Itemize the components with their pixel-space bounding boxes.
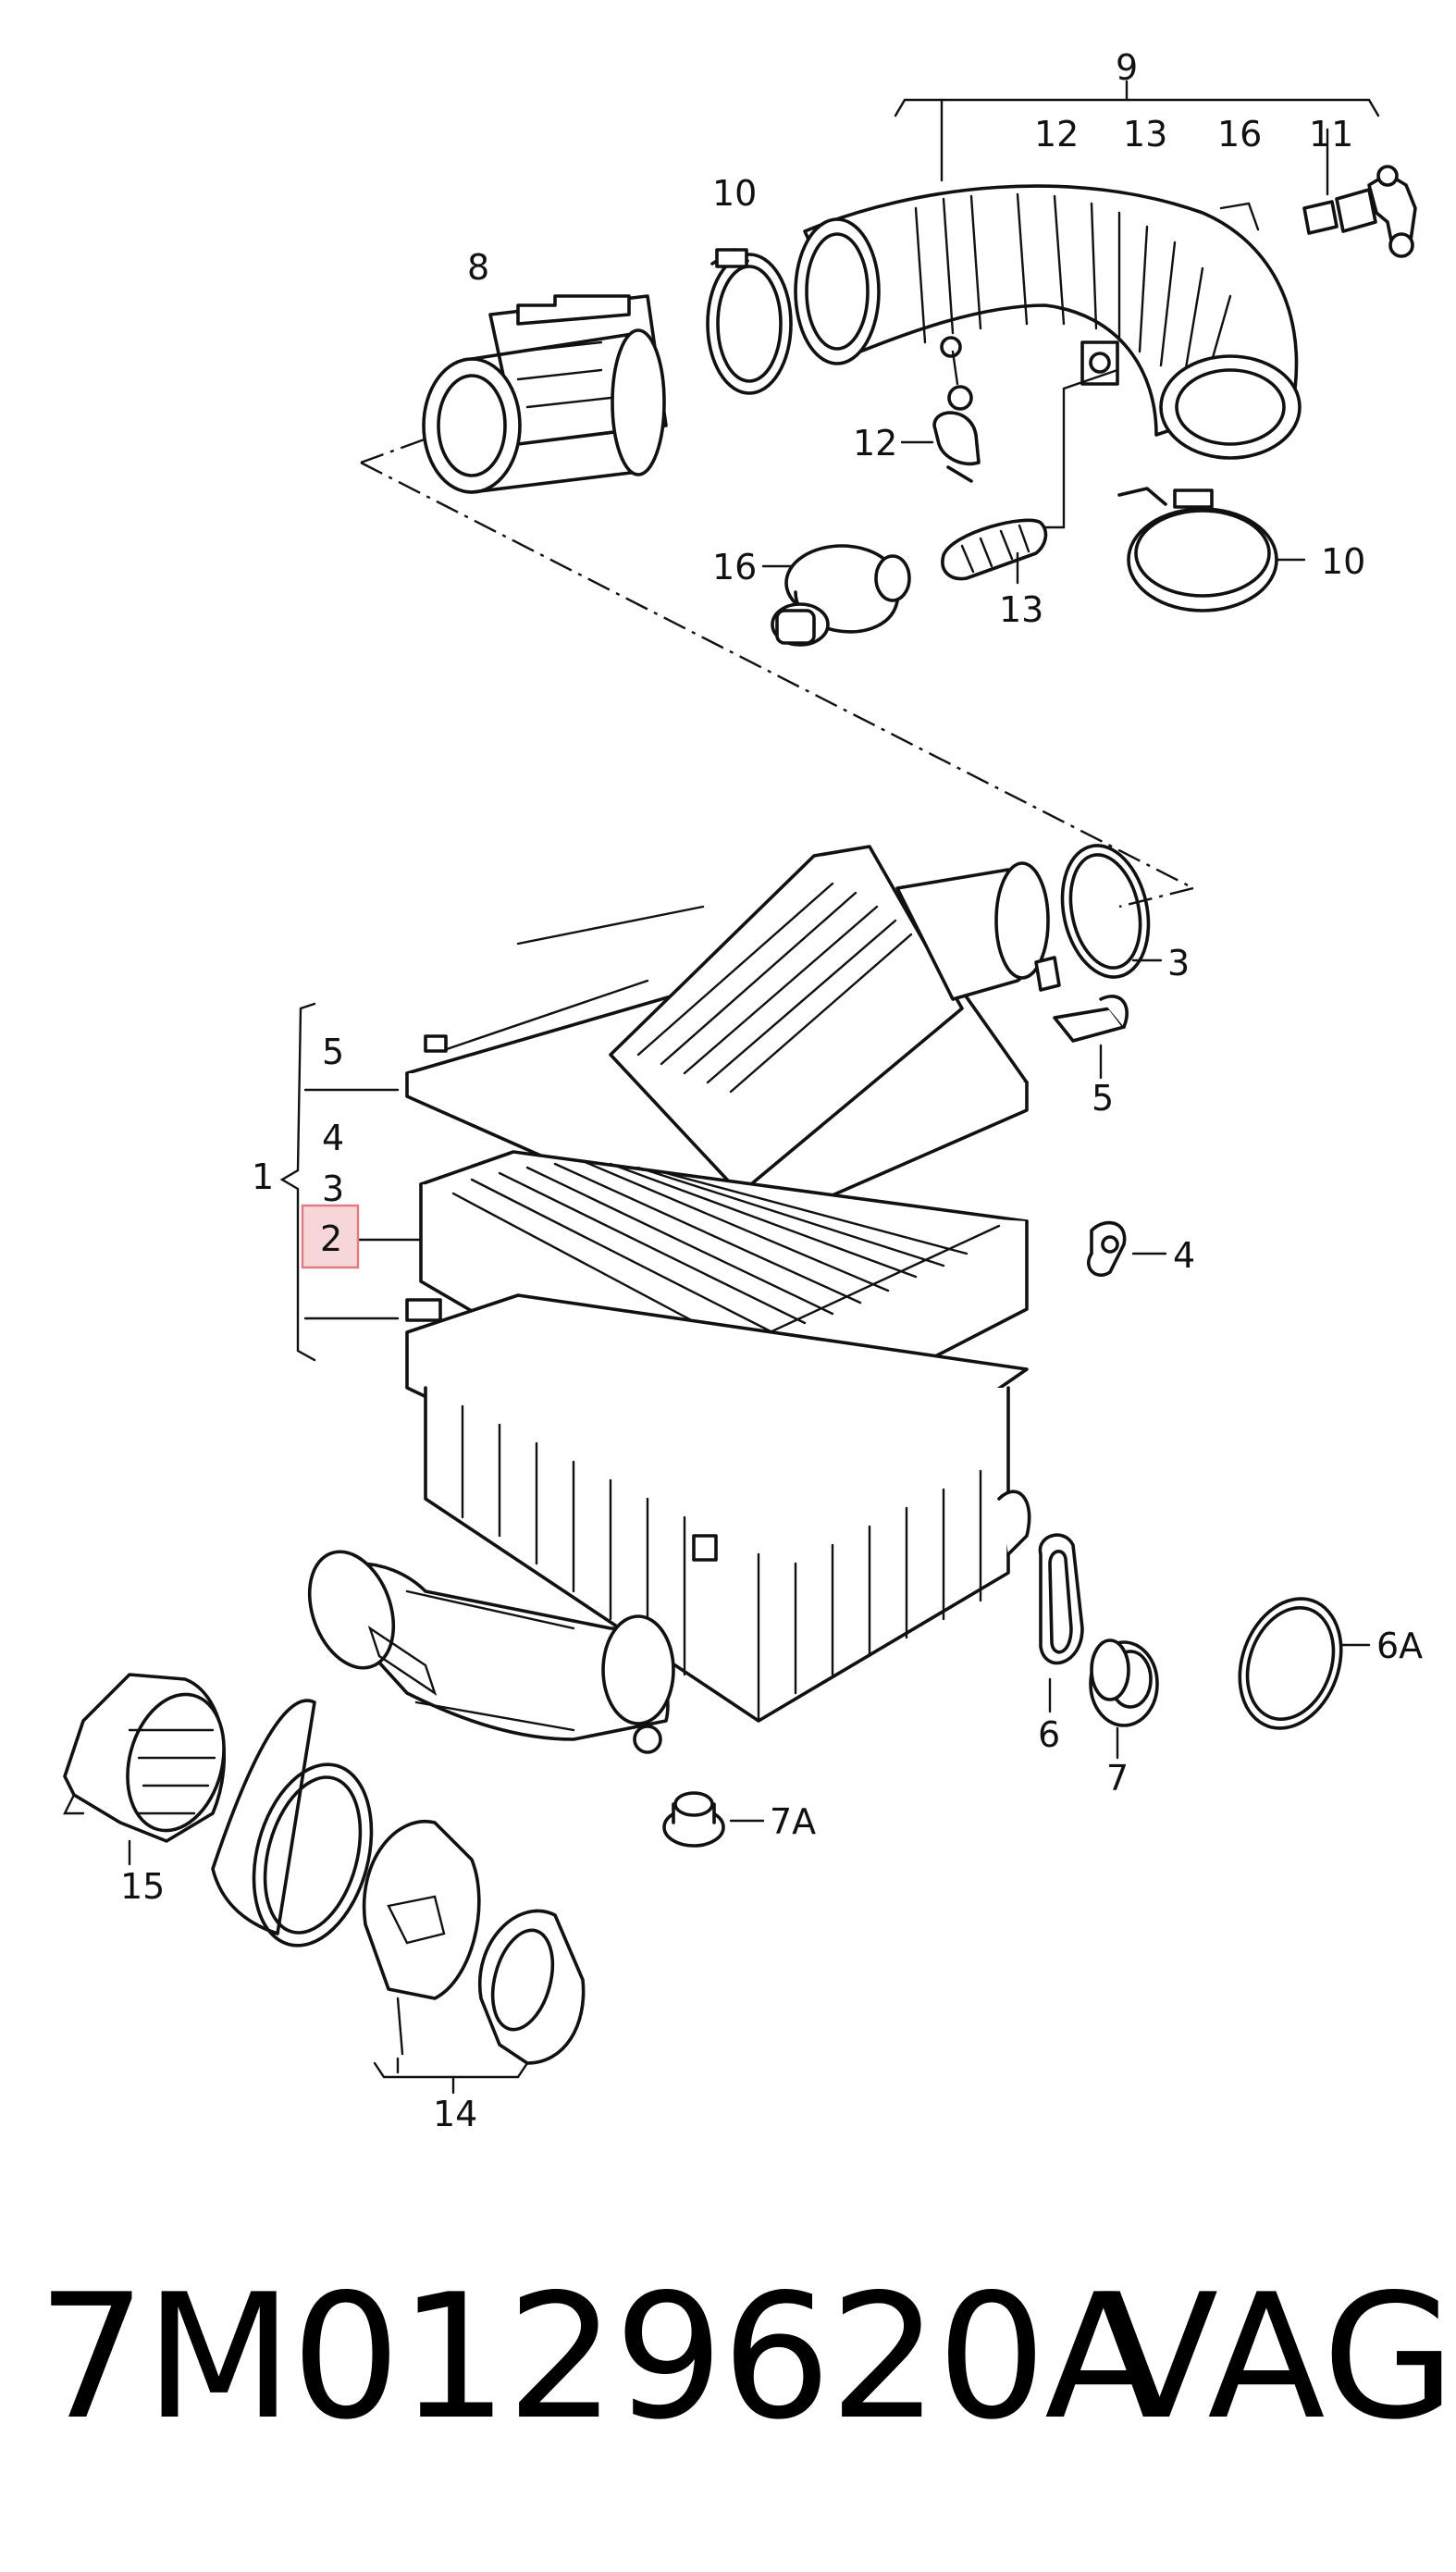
breather-connector [1302, 128, 1417, 258]
label-15: 15 [120, 1866, 165, 1907]
nut-7A [662, 1791, 765, 1848]
label-13a: 13 [1123, 114, 1167, 155]
label-8: 8 [467, 247, 489, 288]
part-labels: 9 12 13 16 11 10 8 12 16 13 10 3 5 4 5 4… [120, 47, 1423, 2134]
air-filter-lid [405, 845, 1061, 1242]
label-4-right: 4 [1173, 1235, 1195, 1276]
label-6A: 6A [1376, 1626, 1423, 1666]
label-2: 2 [320, 1218, 342, 1259]
clip-5 [1053, 995, 1129, 1080]
bracket-group-9 [894, 80, 1380, 182]
label-5: 5 [322, 1032, 344, 1072]
label-12a: 12 [1034, 114, 1079, 155]
label-11: 11 [1309, 114, 1353, 155]
label-3-right: 3 [1167, 943, 1190, 983]
label-9: 9 [1116, 47, 1138, 88]
label-14: 14 [433, 2094, 477, 2134]
air-flow-sensor [422, 294, 668, 494]
label-16a: 16 [1217, 114, 1262, 155]
pressure-valve [761, 544, 911, 647]
clip-4 [1087, 1220, 1167, 1277]
hose-connector [941, 518, 1048, 585]
hose-clamp-lower [1117, 487, 1306, 612]
seal-6 [1038, 1533, 1084, 1713]
label-5-right: 5 [1092, 1078, 1114, 1119]
intake-duct-lower [307, 1550, 675, 1741]
seal-ring-3 [1060, 844, 1163, 979]
label-4: 4 [322, 1118, 344, 1158]
label-16b: 16 [712, 547, 757, 587]
label-7: 7 [1106, 1758, 1129, 1799]
label-6: 6 [1038, 1714, 1060, 1755]
part-number: 7M0129620A [37, 2257, 1162, 2457]
label-7A: 7A [770, 1801, 816, 1842]
manufacturer-name: VAG [1101, 2257, 1456, 2457]
air-filter-housing-lower [405, 1293, 1031, 1754]
highlight-box [301, 1204, 360, 1269]
hose-clamp-upper [706, 248, 793, 395]
reference-lines [360, 424, 1194, 909]
label-13b: 13 [999, 589, 1043, 630]
air-guide-15 [63, 1673, 226, 1866]
inlet-parts-14 [211, 1699, 586, 2095]
bracket-group-1 [279, 1002, 423, 1362]
label-1: 1 [252, 1156, 274, 1197]
label-10b: 10 [1321, 541, 1365, 582]
label-3: 3 [322, 1169, 344, 1209]
grommet-7 [1089, 1638, 1159, 1760]
hose-clip [900, 350, 981, 483]
o-ring-6A [1238, 1597, 1371, 1730]
label-10a: 10 [712, 173, 757, 214]
label-12b: 12 [853, 423, 897, 464]
intake-hose [794, 184, 1302, 529]
